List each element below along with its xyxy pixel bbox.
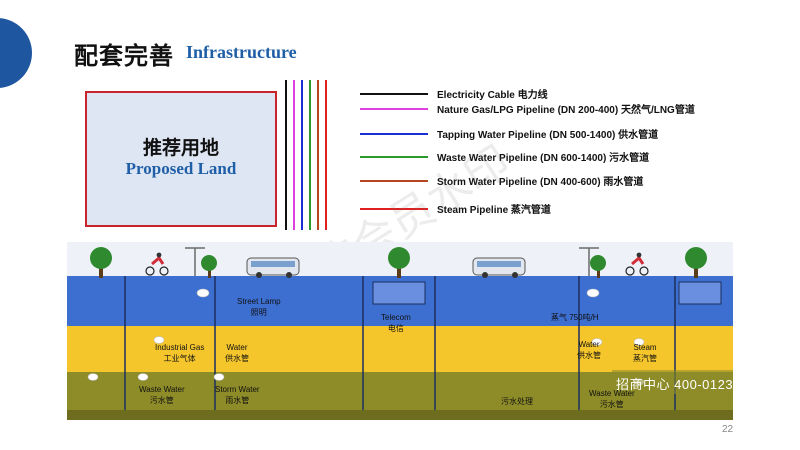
legend-label-steam: Steam Pipeline 蒸汽管道: [437, 205, 551, 216]
pipeline-vertical-lines: [285, 80, 327, 230]
land-title-en: Proposed Land: [125, 159, 237, 178]
page-title-cn: 配套完善: [74, 43, 174, 70]
middle-layer: [67, 326, 733, 372]
legend-line-gas: [360, 108, 428, 110]
contact-banner: [612, 370, 733, 394]
tree-right-mid-icon: [590, 255, 606, 278]
legend-label-storm-water: Storm Water Pipeline (DN 400-600) 雨水管道: [437, 177, 644, 188]
legend-label-gas: Nature Gas/LPG Pipeline (DN 200-400) 天然气…: [437, 105, 695, 116]
road-dividers: [124, 276, 676, 410]
cyclist-left-icon: [145, 252, 169, 276]
legend-label-waste-water: Waste Water Pipeline (DN 600-1400) 污水管道: [437, 153, 650, 164]
legend-line-waste-water: [360, 156, 428, 158]
street-lamp-left-icon: [185, 247, 205, 276]
contact-hotline: 招商中心 400-0123-021: [616, 377, 762, 392]
bus-left-icon: [246, 257, 300, 278]
tree-right-icon: [685, 247, 707, 278]
tree-center-icon: [388, 247, 410, 278]
telecom-box-left: [372, 281, 426, 305]
legend-label-electricity: Electricity Cable 电力线: [437, 90, 548, 101]
telecom-box-right: [678, 281, 722, 305]
bus-right-icon: [472, 257, 526, 278]
land-title-cn: 推荐用地: [142, 138, 219, 159]
corner-decoration: [0, 18, 32, 88]
cyclist-right-icon: [625, 252, 649, 276]
tree-mid-icon: [201, 255, 217, 278]
street-lamp-right-icon: [579, 247, 599, 276]
legend-line-electricity: [360, 93, 428, 95]
cross-section-graphic: [67, 242, 733, 420]
page-number: 22: [722, 424, 734, 435]
ground-base: [67, 410, 733, 420]
legend-line-tap-water: [360, 133, 428, 135]
legend-line-storm-water: [360, 180, 428, 182]
legend-label-tap-water: Tapping Water Pipeline (DN 500-1400) 供水管…: [437, 130, 659, 141]
legend-line-steam: [360, 208, 428, 210]
tree-left-icon: [90, 247, 112, 278]
sewage-treatment-label: 污水处理: [501, 397, 533, 406]
proposed-land-box: 推荐用地 Proposed Land: [85, 91, 277, 227]
page-title-en: Infrastructure: [186, 42, 297, 62]
steam-capacity-label: 蒸气 750吨/H: [551, 313, 599, 322]
